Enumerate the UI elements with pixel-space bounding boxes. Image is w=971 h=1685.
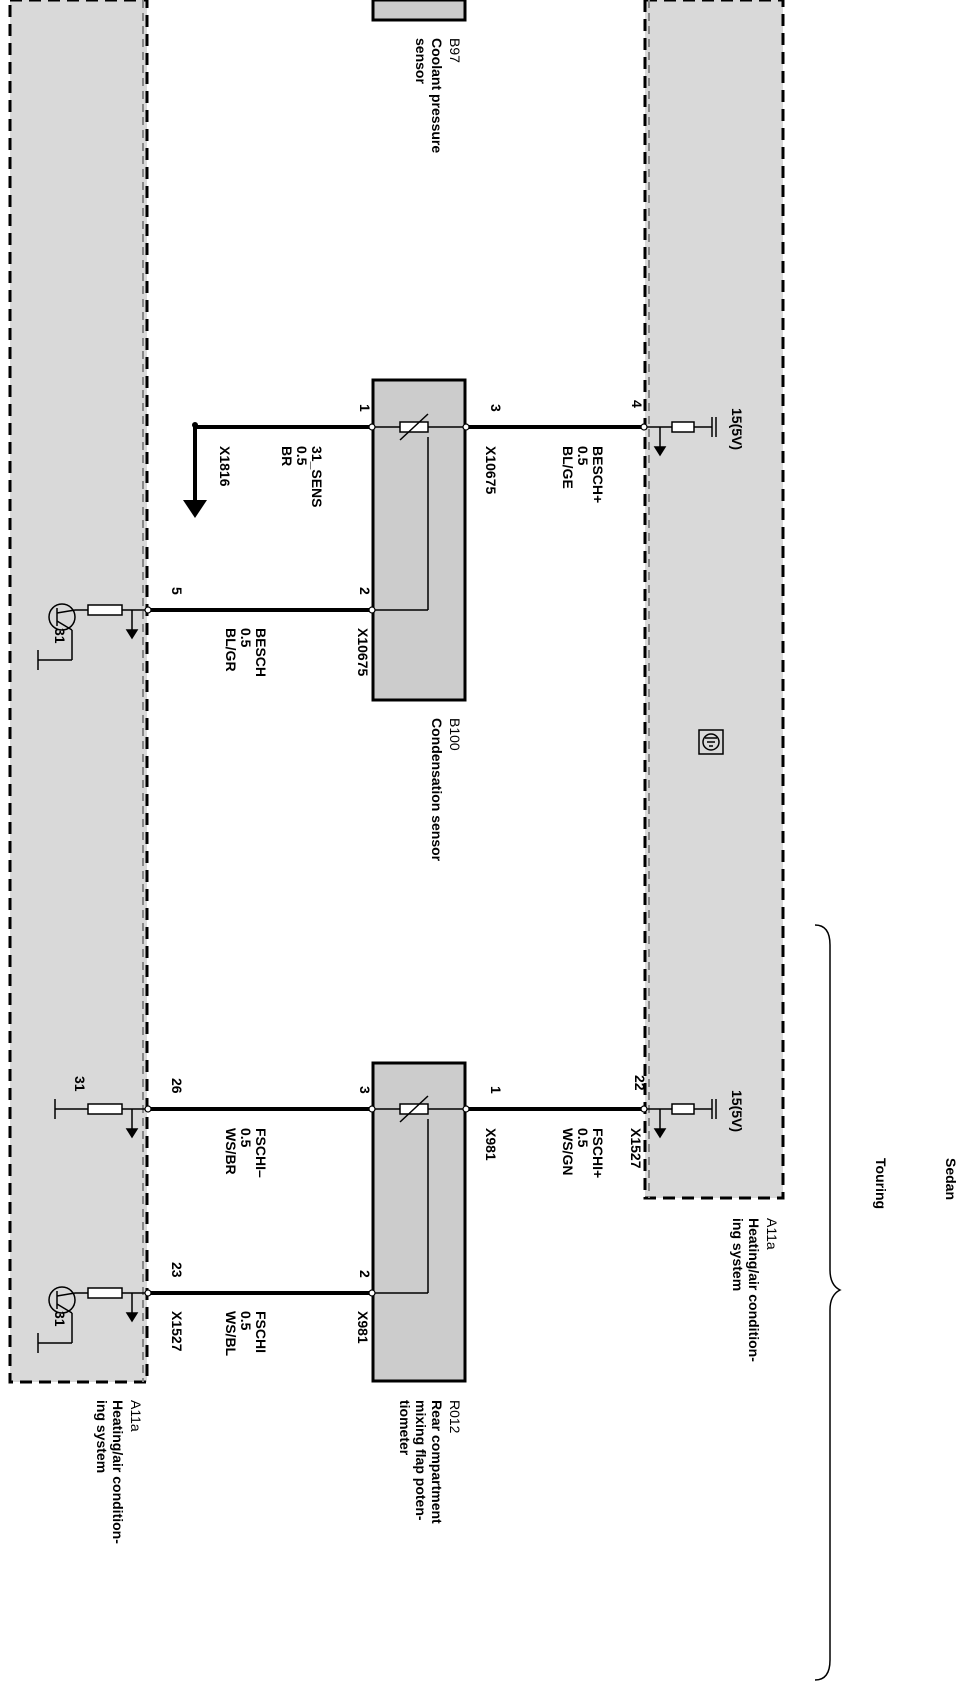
- svg-text:BESCH: BESCH: [253, 628, 269, 677]
- conn-x1527-a: X1527: [628, 1128, 644, 1169]
- conn-x1816: X1816: [217, 446, 233, 487]
- svg-text:Condensation sensor: Condensation sensor: [429, 718, 445, 862]
- supply-circuit-bottom: [645, 1099, 717, 1139]
- conn-x1527-b: X1527: [169, 1311, 185, 1352]
- svg-text:ing system: ing system: [94, 1400, 110, 1473]
- svg-text:Heating/air condition-: Heating/air condition-: [110, 1400, 126, 1544]
- pin-a11a-right-4: 4: [629, 400, 645, 408]
- x1816-arrow: [183, 422, 207, 518]
- pin-b100-2: 2: [357, 587, 373, 595]
- supply-label-top: 15(5V): [729, 408, 745, 450]
- pin-r012-3: 3: [357, 1086, 373, 1094]
- b97-label: B97 Coolant pressure sensor: [413, 38, 463, 153]
- b100-box: [365, 378, 475, 702]
- ground-circuit-23: [37, 1286, 147, 1353]
- pin-a11a-left-26: 26: [169, 1078, 185, 1094]
- svg-text:B97: B97: [447, 38, 463, 63]
- svg-text:Rear compartment: Rear compartment: [429, 1400, 445, 1524]
- svg-text:Heating/air condition-: Heating/air condition-: [746, 1218, 762, 1362]
- conn-x10675-b: X10675: [355, 628, 371, 676]
- svg-text:BESCH+: BESCH+: [590, 446, 606, 503]
- svg-text:WS/BR: WS/BR: [223, 1128, 239, 1175]
- ground-circuit-5: [37, 603, 147, 670]
- supply-circuit-top: [645, 417, 717, 457]
- module-a11a-right: [643, 0, 785, 1200]
- pin-a11a-left-23: 23: [169, 1262, 185, 1278]
- svg-text:ing system: ing system: [730, 1218, 746, 1291]
- svg-text:B100: B100: [447, 718, 463, 751]
- svg-text:0.5: 0.5: [575, 446, 591, 466]
- svg-text:A11a: A11a: [764, 1218, 780, 1250]
- svg-text:0.5: 0.5: [294, 446, 310, 466]
- pin-a11a-left-5: 5: [169, 587, 185, 595]
- terminals: [144, 423, 648, 1297]
- r012-box: [365, 1061, 475, 1383]
- b97-box: [371, 0, 467, 22]
- wire-label-besch-plus: BESCH+ 0.5 BL/GE: [560, 446, 606, 503]
- variant-brace: [814, 924, 842, 1681]
- variant-sedan: Sedan: [943, 1158, 959, 1200]
- pin-r012-1: 1: [488, 1086, 504, 1094]
- svg-text:FSCHI+: FSCHI+: [590, 1128, 606, 1178]
- variant-touring: Touring: [873, 1158, 889, 1209]
- wire-label-fschi: FSCHI 0.5 WS/BL: [223, 1311, 269, 1357]
- pin-a11a-right-22: 22: [632, 1075, 648, 1091]
- svg-text:31_SENS: 31_SENS: [309, 446, 325, 507]
- svg-text:mixing flap poten-: mixing flap poten-: [413, 1400, 429, 1521]
- ground-label-26: 31: [72, 1076, 88, 1092]
- ground-circuit-26: [54, 1099, 147, 1139]
- ground-label-5: 31: [52, 628, 68, 644]
- svg-text:BR: BR: [279, 446, 295, 466]
- conn-x10675-a: X10675: [483, 446, 499, 494]
- svg-text:WS/GN: WS/GN: [560, 1128, 576, 1175]
- wires: [147, 425, 645, 1295]
- svg-text:Coolant pressure: Coolant pressure: [429, 38, 445, 153]
- svg-text:sensor: sensor: [413, 38, 429, 84]
- svg-text:0.5: 0.5: [238, 628, 254, 648]
- svg-text:0.5: 0.5: [238, 1128, 254, 1148]
- svg-text:tiometer: tiometer: [397, 1400, 413, 1456]
- svg-text:A11a: A11a: [128, 1400, 144, 1432]
- conn-x981-a: X981: [483, 1128, 499, 1161]
- svg-text:FSCHI: FSCHI: [253, 1311, 269, 1353]
- conn-x981-b: X981: [355, 1311, 371, 1344]
- wire-label-31-sens: 31_SENS 0.5 BR: [279, 446, 325, 507]
- svg-text:0.5: 0.5: [575, 1128, 591, 1148]
- svg-text:WS/BL: WS/BL: [223, 1311, 239, 1357]
- b100-label: B100 Condensation sensor: [429, 718, 463, 862]
- module-a11a-left: [8, 0, 149, 1384]
- wire-label-fschi-minus: FSCHI– 0.5 WS/BR: [223, 1128, 269, 1178]
- pin-r012-2: 2: [357, 1270, 373, 1278]
- ground-label-23: 31: [52, 1311, 68, 1327]
- svg-text:0.5: 0.5: [238, 1311, 254, 1331]
- r012-label: R012 Rear compartment mixing flap poten-…: [397, 1400, 463, 1524]
- svg-text:FSCHI–: FSCHI–: [253, 1128, 269, 1178]
- a11a-right-label: A11a Heating/air condition- ing system: [730, 1218, 780, 1362]
- pin-b100-1: 1: [357, 404, 373, 412]
- svg-text:BL/GE: BL/GE: [560, 446, 576, 489]
- wire-label-fschi-plus: FSCHI+ 0.5 WS/GN: [560, 1128, 606, 1178]
- supply-label-bottom: 15(5V): [729, 1090, 745, 1132]
- ground-module-icon: [698, 729, 724, 755]
- a11a-left-label: A11a Heating/air condition- ing system: [94, 1400, 144, 1544]
- pin-b100-3: 3: [488, 404, 504, 412]
- wire-label-besch: BESCH 0.5 BL/GR: [223, 628, 269, 677]
- svg-text:R012: R012: [447, 1400, 463, 1434]
- svg-text:BL/GR: BL/GR: [223, 628, 239, 672]
